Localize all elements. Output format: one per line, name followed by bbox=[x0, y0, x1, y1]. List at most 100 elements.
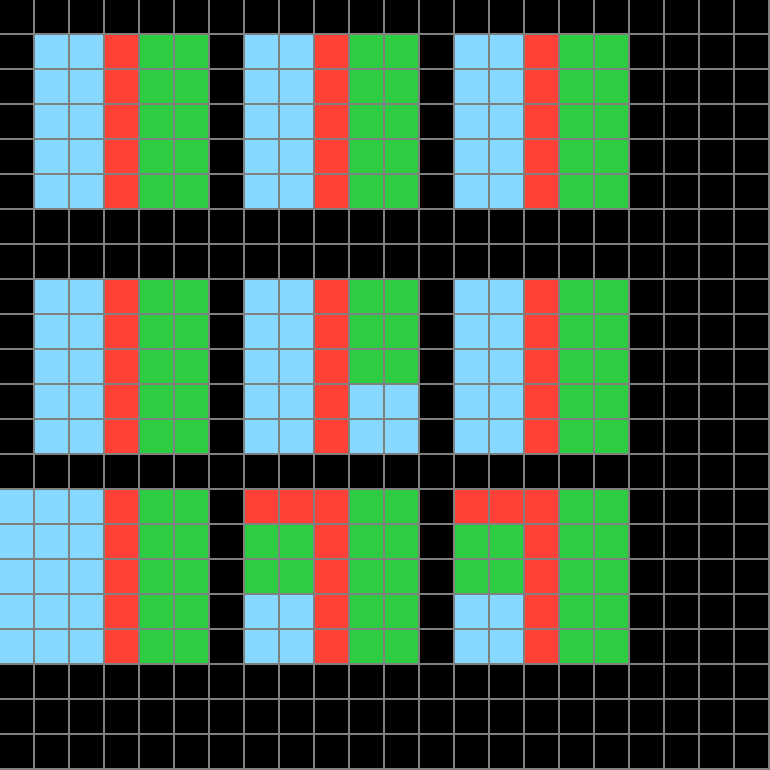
green-cell[interactable] bbox=[595, 175, 628, 208]
light-blue-cell[interactable] bbox=[280, 315, 313, 348]
black-cell[interactable] bbox=[735, 280, 768, 313]
black-cell[interactable] bbox=[420, 630, 453, 663]
green-cell[interactable] bbox=[595, 385, 628, 418]
black-cell[interactable] bbox=[490, 700, 523, 733]
black-cell[interactable] bbox=[350, 455, 383, 488]
green-cell[interactable] bbox=[385, 105, 418, 138]
black-cell[interactable] bbox=[665, 70, 698, 103]
black-cell[interactable] bbox=[280, 665, 313, 698]
black-cell[interactable] bbox=[560, 735, 593, 768]
black-cell[interactable] bbox=[420, 210, 453, 243]
green-cell[interactable] bbox=[560, 420, 593, 453]
light-blue-cell[interactable] bbox=[35, 35, 68, 68]
green-cell[interactable] bbox=[175, 280, 208, 313]
green-cell[interactable] bbox=[175, 385, 208, 418]
black-cell[interactable] bbox=[105, 210, 138, 243]
black-cell[interactable] bbox=[700, 0, 733, 33]
black-cell[interactable] bbox=[700, 210, 733, 243]
black-cell[interactable] bbox=[210, 35, 243, 68]
black-cell[interactable] bbox=[35, 245, 68, 278]
black-cell[interactable] bbox=[700, 35, 733, 68]
black-cell[interactable] bbox=[735, 735, 768, 768]
black-cell[interactable] bbox=[735, 105, 768, 138]
light-blue-cell[interactable] bbox=[280, 175, 313, 208]
black-cell[interactable] bbox=[700, 525, 733, 558]
red-cell[interactable] bbox=[315, 140, 348, 173]
black-cell[interactable] bbox=[175, 245, 208, 278]
black-cell[interactable] bbox=[280, 210, 313, 243]
light-blue-cell[interactable] bbox=[455, 595, 488, 628]
green-cell[interactable] bbox=[140, 70, 173, 103]
black-cell[interactable] bbox=[315, 665, 348, 698]
black-cell[interactable] bbox=[735, 70, 768, 103]
black-cell[interactable] bbox=[630, 210, 663, 243]
red-cell[interactable] bbox=[105, 280, 138, 313]
black-cell[interactable] bbox=[735, 700, 768, 733]
green-cell[interactable] bbox=[595, 35, 628, 68]
black-cell[interactable] bbox=[420, 280, 453, 313]
green-cell[interactable] bbox=[385, 630, 418, 663]
red-cell[interactable] bbox=[525, 630, 558, 663]
black-cell[interactable] bbox=[630, 490, 663, 523]
green-cell[interactable] bbox=[560, 490, 593, 523]
green-cell[interactable] bbox=[175, 420, 208, 453]
red-cell[interactable] bbox=[525, 350, 558, 383]
black-cell[interactable] bbox=[525, 665, 558, 698]
black-cell[interactable] bbox=[385, 0, 418, 33]
light-blue-cell[interactable] bbox=[35, 70, 68, 103]
light-blue-cell[interactable] bbox=[35, 630, 68, 663]
black-cell[interactable] bbox=[420, 175, 453, 208]
green-cell[interactable] bbox=[385, 595, 418, 628]
light-blue-cell[interactable] bbox=[490, 35, 523, 68]
light-blue-cell[interactable] bbox=[490, 140, 523, 173]
black-cell[interactable] bbox=[665, 525, 698, 558]
black-cell[interactable] bbox=[630, 595, 663, 628]
light-blue-cell[interactable] bbox=[35, 315, 68, 348]
black-cell[interactable] bbox=[735, 420, 768, 453]
black-cell[interactable] bbox=[560, 455, 593, 488]
green-cell[interactable] bbox=[350, 350, 383, 383]
black-cell[interactable] bbox=[0, 35, 33, 68]
red-cell[interactable] bbox=[525, 70, 558, 103]
red-cell[interactable] bbox=[105, 595, 138, 628]
black-cell[interactable] bbox=[70, 245, 103, 278]
red-cell[interactable] bbox=[315, 490, 348, 523]
green-cell[interactable] bbox=[175, 175, 208, 208]
black-cell[interactable] bbox=[35, 700, 68, 733]
black-cell[interactable] bbox=[420, 70, 453, 103]
light-blue-cell[interactable] bbox=[455, 630, 488, 663]
black-cell[interactable] bbox=[525, 210, 558, 243]
light-blue-cell[interactable] bbox=[350, 385, 383, 418]
black-cell[interactable] bbox=[595, 700, 628, 733]
light-blue-cell[interactable] bbox=[280, 140, 313, 173]
black-cell[interactable] bbox=[700, 350, 733, 383]
black-cell[interactable] bbox=[105, 245, 138, 278]
black-cell[interactable] bbox=[420, 455, 453, 488]
black-cell[interactable] bbox=[700, 140, 733, 173]
black-cell[interactable] bbox=[210, 245, 243, 278]
light-blue-cell[interactable] bbox=[455, 315, 488, 348]
green-cell[interactable] bbox=[595, 350, 628, 383]
green-cell[interactable] bbox=[140, 350, 173, 383]
green-cell[interactable] bbox=[350, 175, 383, 208]
black-cell[interactable] bbox=[420, 595, 453, 628]
red-cell[interactable] bbox=[315, 70, 348, 103]
red-cell[interactable] bbox=[105, 175, 138, 208]
black-cell[interactable] bbox=[210, 455, 243, 488]
green-cell[interactable] bbox=[140, 525, 173, 558]
light-blue-cell[interactable] bbox=[245, 630, 278, 663]
light-blue-cell[interactable] bbox=[0, 525, 33, 558]
light-blue-cell[interactable] bbox=[280, 35, 313, 68]
red-cell[interactable] bbox=[490, 490, 523, 523]
black-cell[interactable] bbox=[665, 315, 698, 348]
black-cell[interactable] bbox=[70, 735, 103, 768]
light-blue-cell[interactable] bbox=[70, 280, 103, 313]
black-cell[interactable] bbox=[385, 735, 418, 768]
light-blue-cell[interactable] bbox=[35, 140, 68, 173]
black-cell[interactable] bbox=[630, 70, 663, 103]
black-cell[interactable] bbox=[735, 630, 768, 663]
green-cell[interactable] bbox=[140, 315, 173, 348]
black-cell[interactable] bbox=[350, 665, 383, 698]
green-cell[interactable] bbox=[560, 70, 593, 103]
black-cell[interactable] bbox=[350, 0, 383, 33]
